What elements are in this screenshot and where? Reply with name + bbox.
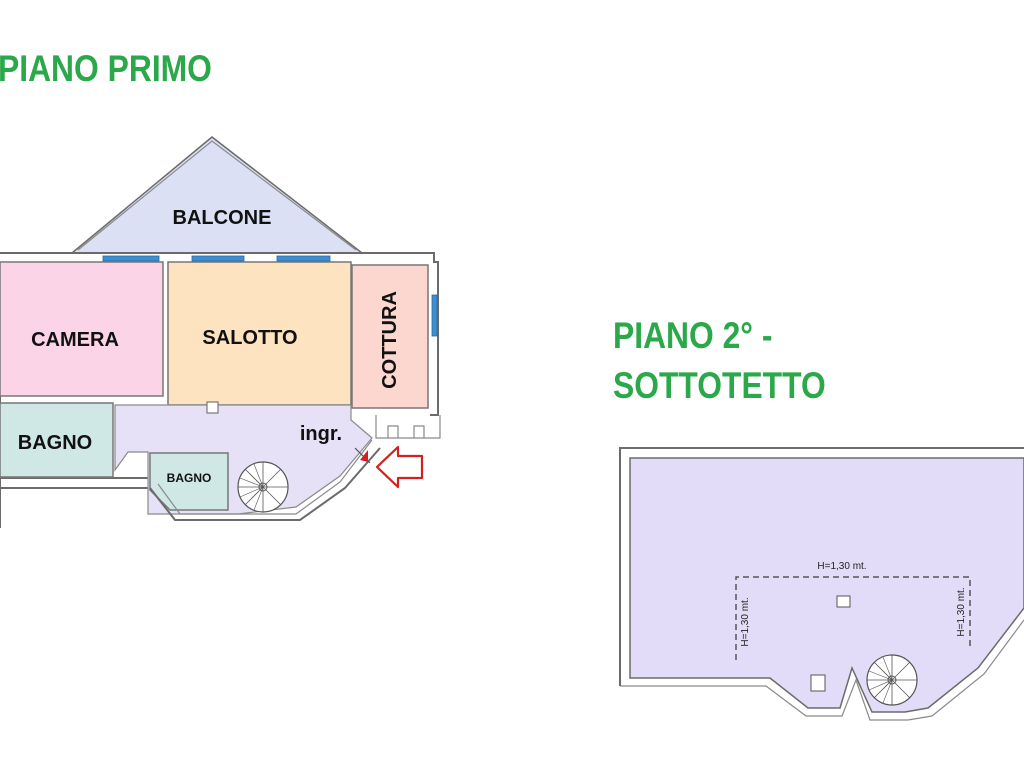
attic-height-right: H=1,30 mt.	[956, 587, 967, 636]
window-salotto-right	[276, 255, 331, 262]
room-bagno-small	[149, 452, 229, 511]
attic-bottom-wall-outer	[620, 619, 1024, 721]
cottura-wall-stub-inner2	[413, 425, 425, 438]
label-balcone: BALCONE	[173, 207, 272, 229]
room-bagno-main	[0, 402, 114, 478]
label-camera: CAMERA	[31, 329, 119, 351]
attic-room	[629, 457, 1024, 713]
room-salotto	[167, 261, 352, 406]
first-floor-title: PIANO PRIMO	[0, 48, 212, 89]
window-camera	[102, 255, 160, 262]
attic-plan: H=1,30 mt. H=1,30 mt. H=1,30 mt.	[619, 447, 1024, 721]
spiral-staircase-attic	[866, 654, 918, 706]
balcone-railing	[77, 140, 357, 251]
label-cottura: COTTURA	[379, 291, 401, 389]
spiral-staircase-first	[237, 461, 289, 513]
outer-wall-top	[0, 252, 439, 416]
room-camera	[0, 261, 164, 397]
room-balcone	[69, 136, 365, 254]
entrance-arrow	[375, 445, 424, 489]
entrance-marker	[360, 450, 368, 462]
attic-low-height-line	[735, 576, 971, 660]
outer-wall-bottom	[149, 447, 381, 521]
label-bagno-small: BAGNO	[167, 471, 212, 485]
outer-wall-bottom-inner	[157, 439, 373, 515]
first-floor-plan: BALCONE CAMERA SALOTTO COTTURA BAGNO BAG…	[0, 136, 441, 528]
attic-skylight-bottom	[810, 674, 826, 692]
label-bagno-main: BAGNO	[18, 432, 92, 454]
second-floor-title: PIANO 2° - SOTTOTETTO	[613, 315, 826, 415]
room-cottura	[351, 264, 429, 409]
window-cottura	[431, 294, 438, 337]
second-floor-title-line2: SOTTOTETTO	[613, 365, 826, 406]
label-entrance: ingr.	[300, 423, 342, 445]
second-floor-title-line1: PIANO 2° -	[613, 315, 773, 356]
window-salotto-left	[191, 255, 245, 262]
cottura-wall-stub	[375, 415, 441, 439]
attic-skylight-top	[836, 595, 851, 608]
attic-outer-wall	[619, 447, 1024, 686]
attic-height-top: H=1,30 mt.	[817, 561, 866, 572]
label-salotto: SALOTTO	[202, 327, 297, 349]
attic-height-left: H=1,30 mt.	[740, 597, 751, 646]
pillar	[206, 401, 219, 414]
cottura-wall-stub-inner	[387, 425, 399, 438]
